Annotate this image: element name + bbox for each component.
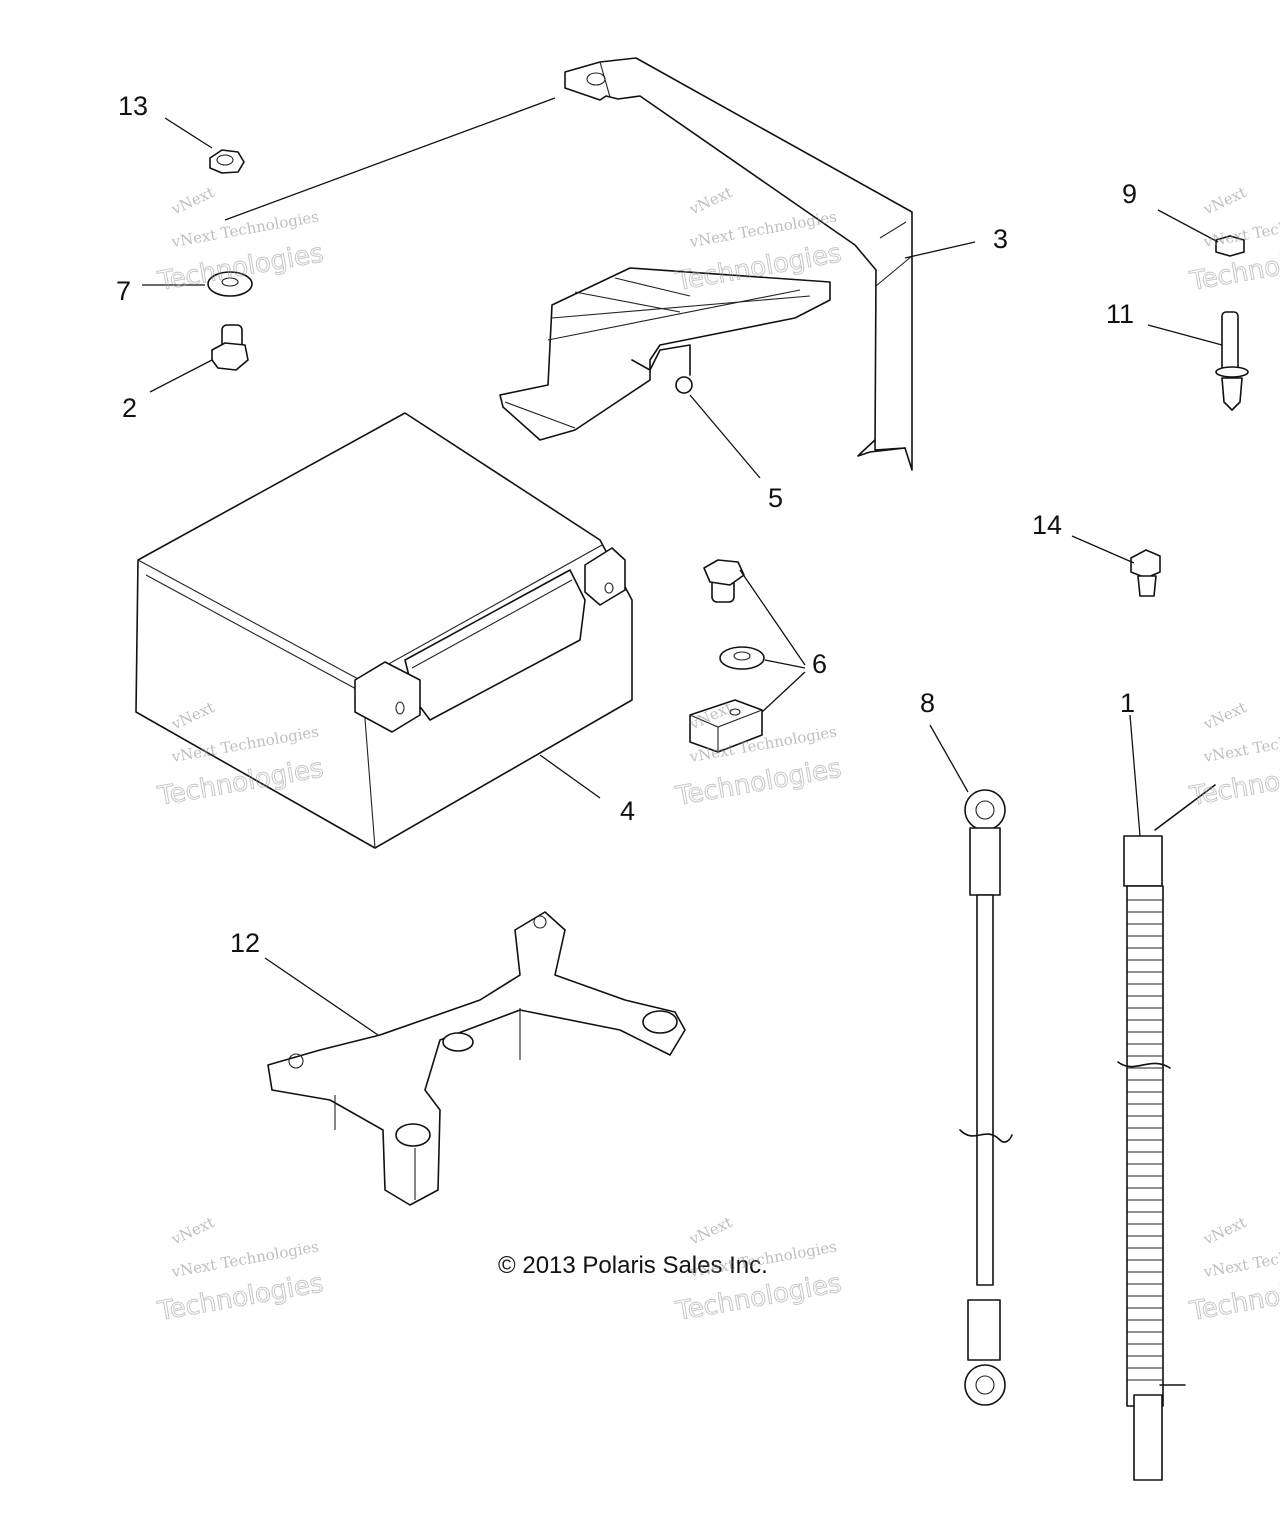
- callout-9: 9: [1122, 179, 1137, 209]
- callout-6: 6: [812, 649, 827, 679]
- callout-7: 7: [116, 276, 131, 306]
- callout-5: 5: [768, 483, 783, 513]
- callout-13: 13: [118, 91, 148, 121]
- callout-4: 4: [620, 796, 635, 826]
- hold-down-bracket: [564, 57, 913, 471]
- ground-cable: [959, 789, 1013, 1406]
- callout-3: 3: [993, 224, 1008, 254]
- leader-lines: [142, 97, 1223, 1036]
- callout-12: 12: [230, 928, 260, 958]
- watermark-a: vNext: [686, 183, 735, 219]
- watermark-a: vNext: [168, 183, 217, 219]
- watermark-a: vNext: [168, 1213, 217, 1249]
- battery: [135, 412, 633, 849]
- callout-11: 11: [1106, 299, 1134, 329]
- watermark-a: vNext: [1200, 698, 1249, 734]
- watermark-a: vNext: [686, 1213, 735, 1249]
- callout-1: 1: [1120, 688, 1135, 718]
- copyright-notice: © 2013 Polaris Sales Inc.: [498, 1252, 768, 1279]
- callout-labels: 13 7 2 3 5 4 6 8 1 9 11 14 12: [116, 91, 1137, 958]
- battery-pad: [499, 267, 831, 441]
- watermark-c: Technologies: [1187, 753, 1280, 812]
- wire-harness: [1117, 784, 1216, 1481]
- hardware-parts: [207, 149, 1249, 753]
- watermark-c: Technologies: [1187, 1268, 1280, 1327]
- callout-2: 2: [122, 393, 137, 423]
- watermark-a: vNext: [1200, 183, 1249, 219]
- callout-14: 14: [1032, 510, 1062, 540]
- battery-base-bracket: [267, 911, 686, 1206]
- callout-8: 8: [920, 688, 935, 718]
- watermark-a: vNext: [1200, 1213, 1249, 1249]
